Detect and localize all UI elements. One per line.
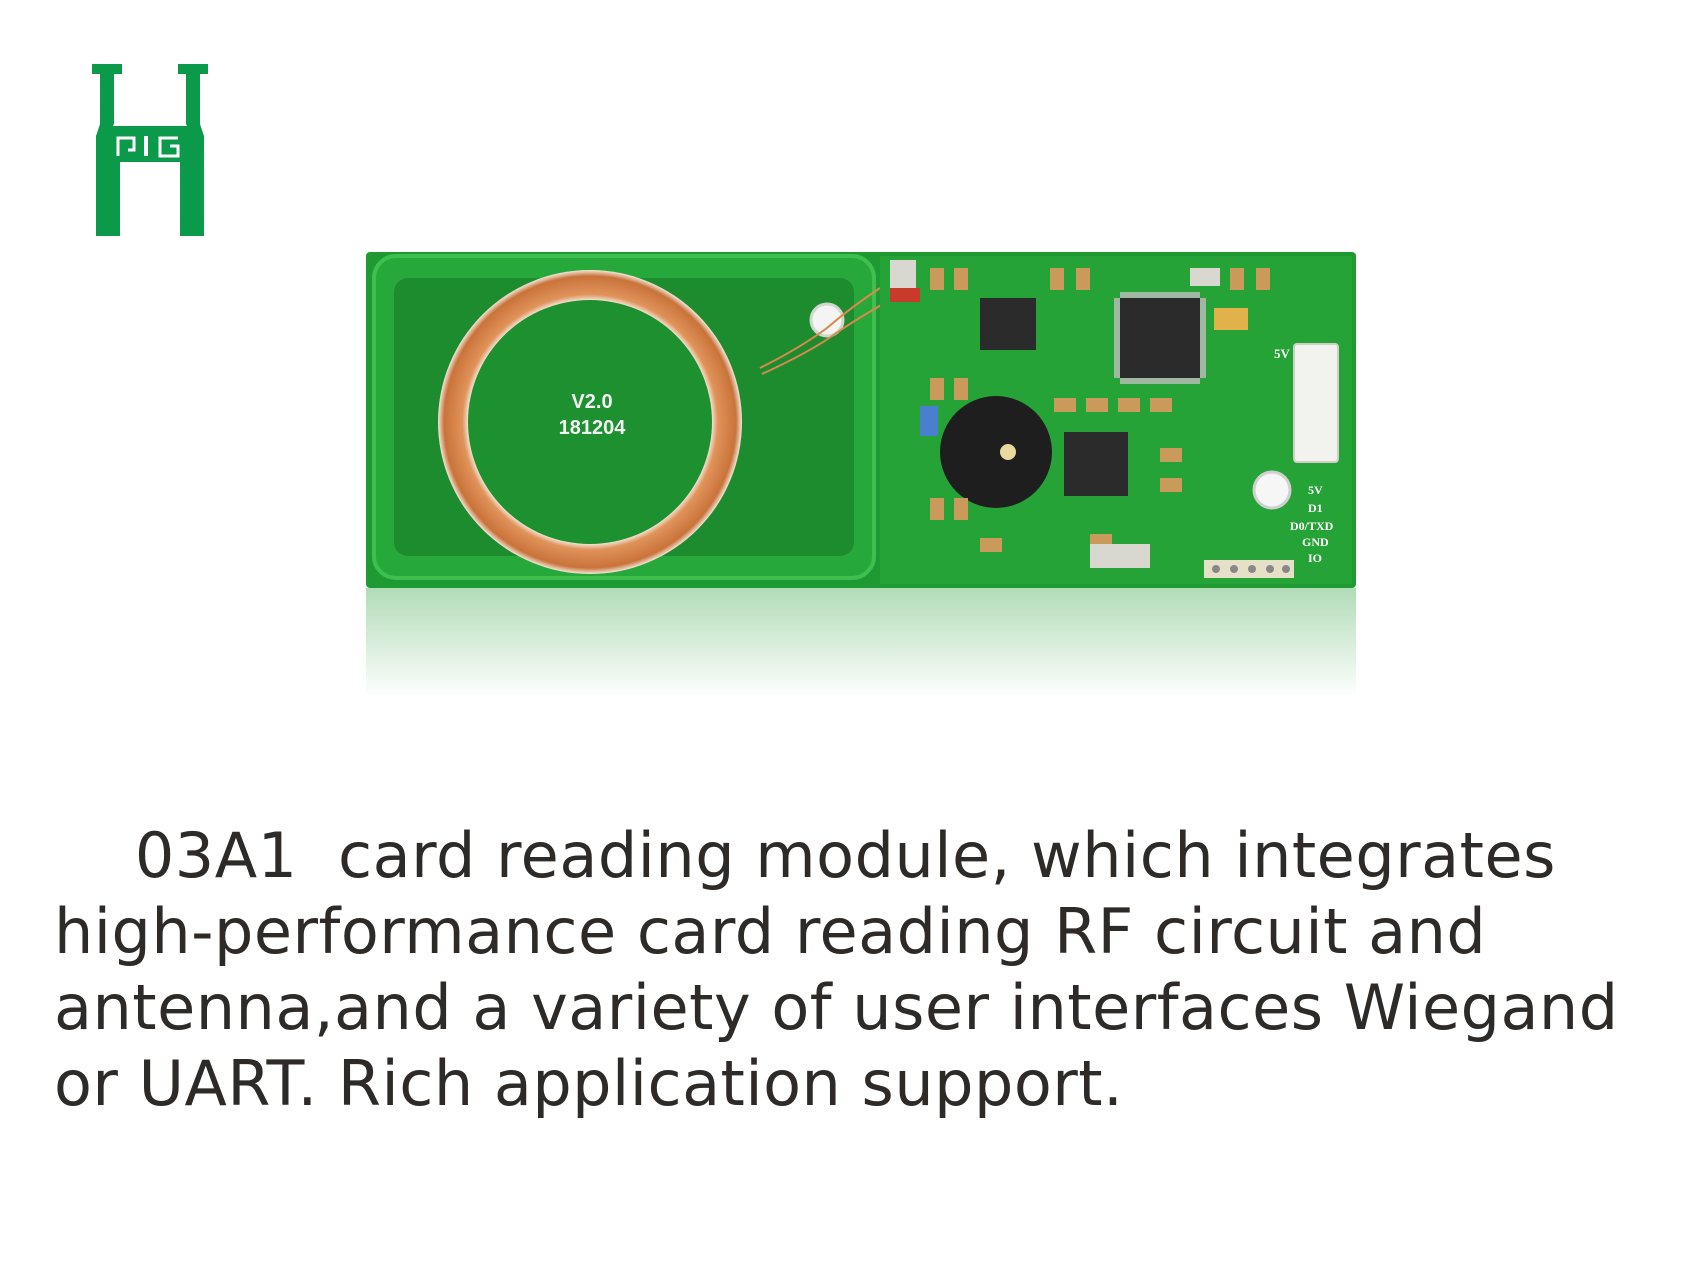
description-line-1: 03A1 card reading module, which integrat…	[54, 819, 1556, 892]
description-line-3: antenna,and a variety of user interfaces…	[54, 971, 1619, 1044]
description-line-2: high-performance card reading RF circuit…	[54, 895, 1487, 968]
description-line-4: or UART. Rich application support.	[54, 1047, 1124, 1120]
board-date-label: 181204	[559, 417, 627, 439]
uart-connector	[1293, 343, 1339, 463]
pin-label-5v: 5V	[1308, 483, 1323, 497]
buzzer	[940, 396, 1052, 508]
pin-label-io: IO	[1308, 551, 1322, 565]
pin-label-d0-txd: D0/TXD	[1290, 519, 1334, 533]
pin-label-gnd: GND	[1302, 535, 1329, 549]
board-version-label: V2.0	[571, 391, 612, 413]
pcb-board-illustration: V2.0 181204 5V 5V D1	[366, 252, 1356, 698]
connector-label: 5V	[1274, 346, 1291, 361]
mcu-chip	[1114, 292, 1206, 384]
brand-logo-icon	[92, 64, 208, 236]
product-image: V2.0 181204 5V 5V D1	[330, 248, 1396, 708]
pin-label-d1: D1	[1308, 501, 1323, 515]
product-description: 03A1 card reading module, which integrat…	[54, 818, 1654, 1122]
brand-logo	[92, 64, 208, 236]
